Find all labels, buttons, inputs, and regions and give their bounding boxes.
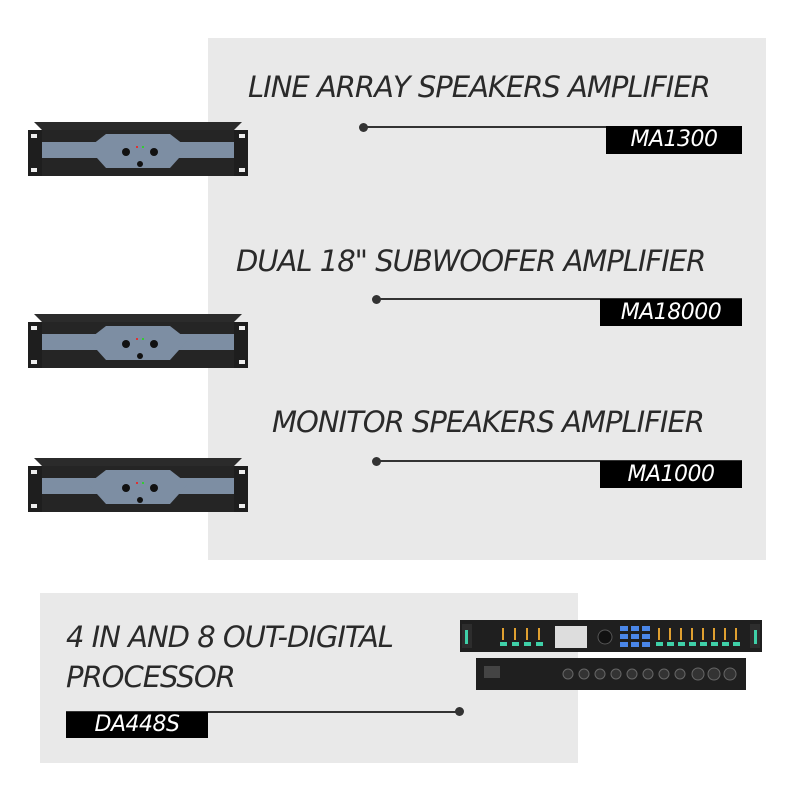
product-title: LINE ARRAY SPEAKERS AMPLIFIER <box>248 70 711 104</box>
model-tag: MA18000 <box>600 299 742 326</box>
connector-dot <box>372 295 381 304</box>
product-title: DUAL 18" SUBWOOFER AMPLIFIER <box>236 244 706 278</box>
connector-line <box>377 460 742 462</box>
connector-dot <box>455 707 464 716</box>
processor-title-line1: 4 IN AND 8 OUT-DIGITAL <box>66 620 394 654</box>
digital-processor-icon <box>460 620 762 690</box>
connector-line <box>66 711 459 713</box>
amplifier-2u-icon <box>28 122 248 176</box>
amplifier-2u-icon <box>28 458 248 512</box>
model-tag: MA1000 <box>600 461 742 488</box>
processor-title-line2: PROCESSOR <box>66 660 236 694</box>
connector-line <box>364 126 742 128</box>
amplifier-2u-icon <box>28 314 248 368</box>
connector-line <box>377 298 742 300</box>
connector-dot <box>359 123 368 132</box>
connector-dot <box>372 457 381 466</box>
model-tag: MA1300 <box>606 126 742 154</box>
product-title: MONITOR SPEAKERS AMPLIFIER <box>272 405 705 439</box>
model-tag: DA448S <box>66 712 208 738</box>
